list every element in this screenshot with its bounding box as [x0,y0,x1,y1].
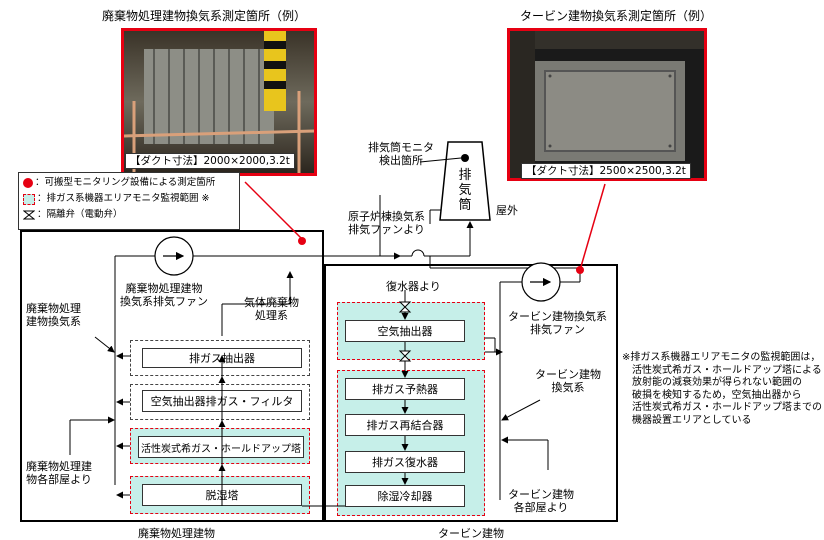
footnote: ※排ガス系機器エリアモニタの監視範囲は， 活性炭式希ガス・ホールドアップ塔による… [622,352,822,426]
valve-upper-icon [398,301,412,313]
turbine-duct-photo-image [510,31,704,178]
turbine-vent-label: タービン建物 換気系 [535,368,601,394]
legend-label-valve: ：隔離弁（電動弁） [37,209,123,220]
zone-offgas-extractor [130,340,310,376]
offgas-recombiner-box: 排ガス再結合器 [345,414,465,436]
reactor-fan-label: 原子炉棟換気系 排気ファンより [348,210,425,236]
legend-item-monitor-range: ：排ガス系機器エリアモニタ監視範囲 ※ [23,191,235,207]
monitor-range-swatch-icon [23,193,35,205]
right-photo-caption: 【ダクト寸法】2500×2500,3.2t [521,163,691,179]
turbine-rooms-label: タービン建物 各部屋より [508,488,574,514]
left-photo-caption: 【ダクト寸法】2000×2000,3.2t [125,153,295,169]
outdoor-label: 屋外 [496,204,518,217]
zone-filter [130,384,310,420]
offgas-preheater-box: 排ガス予熱器 [345,378,465,400]
dehumid-cooler-box: 除湿冷却器 [345,485,465,507]
stack-char-1: 排 [458,168,472,183]
gas-waste-label: 気体廃棄物 処理系 [244,296,299,322]
turbine-measurement-point [576,266,584,274]
stack-char-3: 筒 [458,198,472,213]
stack-monitor-point [461,154,469,162]
waste-measurement-point [298,237,306,245]
turbine-building-outline [324,264,618,522]
offgas-condenser-box: 排ガス復水器 [345,451,465,473]
turbine-building-label: タービン建物 [438,527,504,540]
legend: ：可搬型モニタリング設備による測定箇所 ：排ガス系機器エリアモニタ監視範囲 ※ … [18,172,240,230]
turbine-fan-label: タービン建物換気系 排気ファン [508,310,607,336]
waste-fan-label: 廃棄物処理建物 換気系排気ファン [120,282,208,308]
valve-lower-icon [398,350,412,362]
stack-monitor-label: 排気筒モニタ 検出箇所 [368,141,434,167]
waste-duct-photo-image [124,31,314,173]
isolation-valve-icon [23,210,35,220]
waste-rooms-label: 廃棄物処理建 物各部屋より [26,460,92,486]
red-dot-icon [23,178,33,188]
waste-building-outline [20,230,324,522]
legend-item-measurement: ：可搬型モニタリング設備による測定箇所 [23,175,235,191]
legend-label-monitor-range: ：排ガス系機器エリアモニタ監視範囲 ※ [37,193,210,204]
right-duct-photo [507,28,707,181]
stack-icon [439,141,491,221]
legend-item-valve: ：隔離弁（電動弁） [23,207,235,223]
right-photo-title: タービン建物換気系測定箇所（例） [520,9,713,23]
waste-building-label: 廃棄物処理建物 [138,527,215,540]
stack-label: 排 気 筒 [458,168,472,213]
stack-char-2: 気 [458,183,472,198]
legend-label-measurement: ：可搬型モニタリング設備による測定箇所 [35,177,216,188]
left-photo-title: 廃棄物処理建物換気系測定箇所（例） [102,9,307,23]
air-extractor-box: 空気抽出器 [345,320,465,342]
left-duct-photo [121,28,317,176]
condenser-from-label: 復水器より [386,280,441,293]
waste-vent-label: 廃棄物処理 建物換気系 [26,302,81,328]
charcoal-holdup-tower-box: 活性炭式希ガス・ホールドアップ塔 [138,436,304,458]
